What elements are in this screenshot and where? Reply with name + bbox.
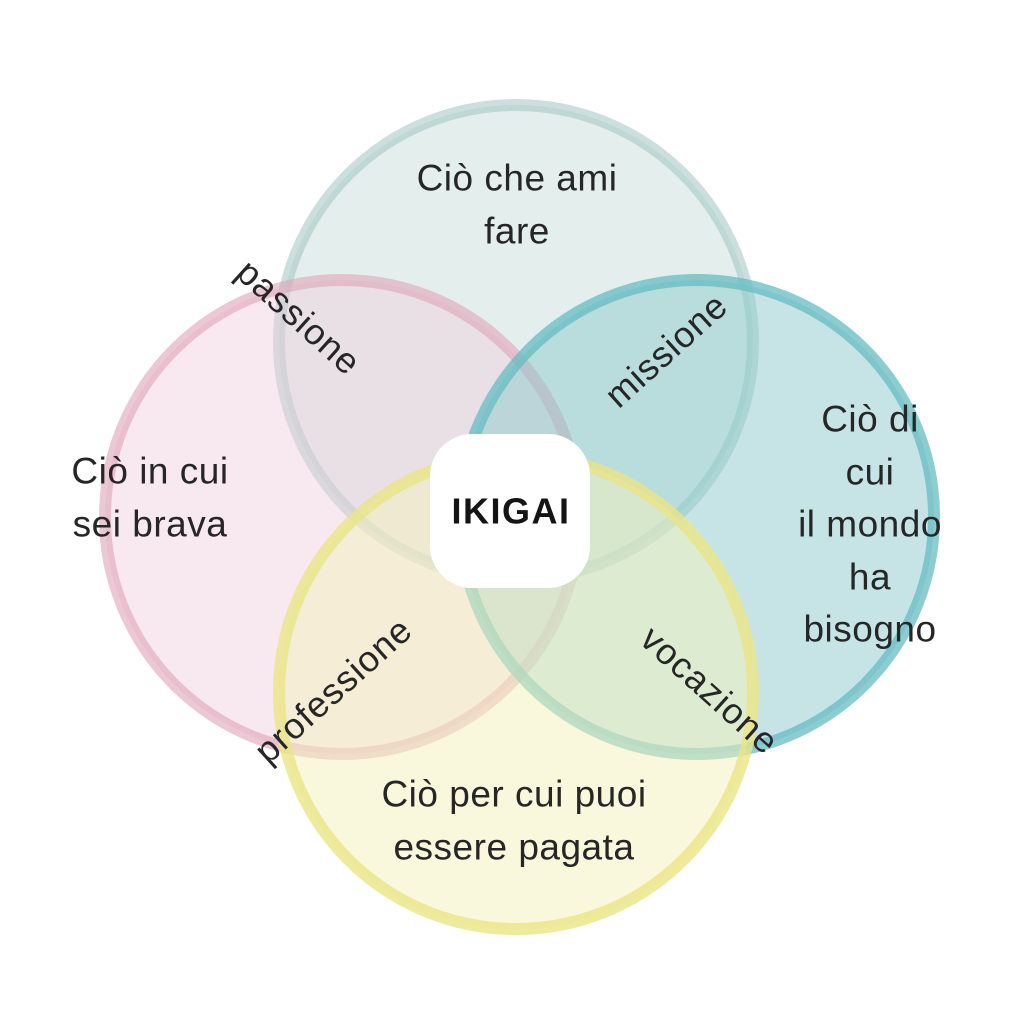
ikigai-title: IKIGAI	[451, 490, 571, 532]
label-what-the-world-needs: Ciò di cui il mondo ha bisogno	[798, 398, 942, 650]
label-what-you-are-good-at: Ciò in cui sei brava	[71, 450, 229, 544]
label-what-you-love: Ciò che ami fare	[416, 157, 618, 251]
label-what-you-can-be-paid-for: Ciò per cui puoi essere pagata	[381, 773, 647, 867]
center-white-panel	[430, 434, 590, 588]
